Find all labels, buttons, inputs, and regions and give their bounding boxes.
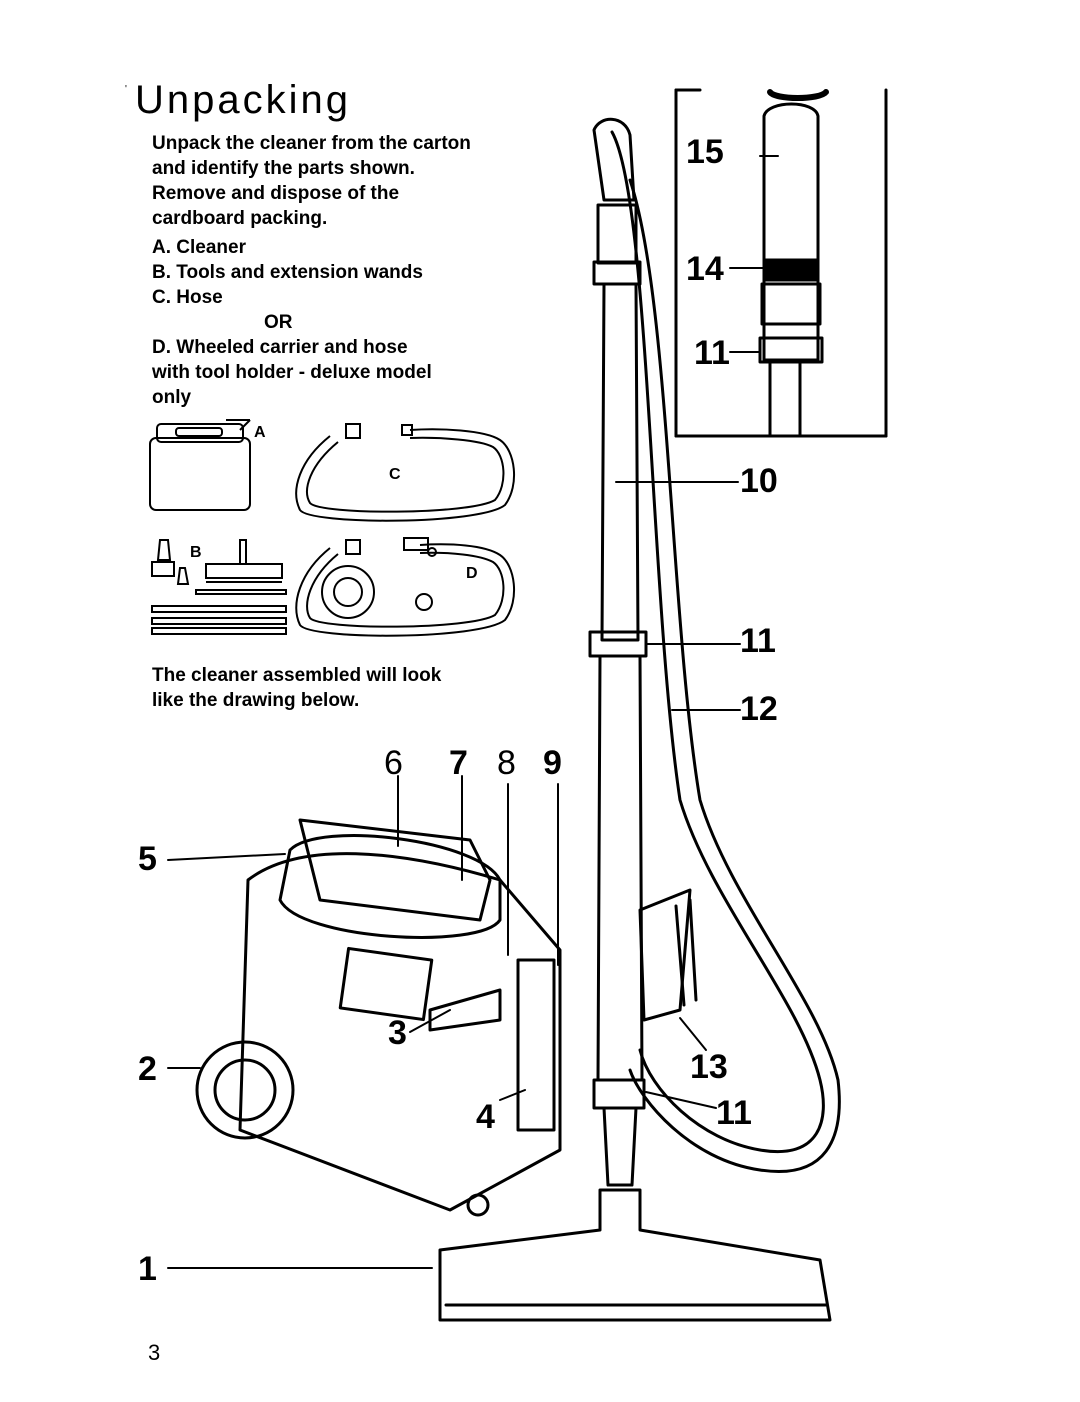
- part-or: OR: [264, 312, 293, 333]
- callout-2: 2: [138, 1050, 157, 1088]
- hose-illustration: [610, 130, 841, 1173]
- callout-leaders: [167, 481, 741, 1269]
- callout-12: 12: [740, 690, 778, 728]
- hose-c-illustration: [295, 423, 516, 522]
- part-d: D. Wheeled carrier and hose: [152, 337, 408, 358]
- assembled-note-line-2: like the drawing below.: [152, 690, 360, 711]
- callout-6: 6: [384, 744, 403, 782]
- part-d-cont-2: only: [152, 387, 192, 408]
- assembled-note-line-1: The cleaner assembled will look: [152, 665, 442, 686]
- figure-label-d: D: [466, 565, 478, 582]
- figure-label-a: A: [254, 424, 266, 441]
- callout-8: 8: [497, 744, 516, 782]
- canister-illustration: [195, 818, 562, 1217]
- inset-detail: [674, 88, 888, 438]
- floor-tool-illustration: [438, 1188, 832, 1322]
- parts-list: A. Cleaner B. Tools and extension wands …: [152, 235, 492, 410]
- callout-11-upper: 11: [740, 622, 776, 660]
- callout-3: 3: [388, 1014, 407, 1052]
- cleaner-box-illustration: [149, 419, 251, 511]
- part-a: A. Cleaner: [152, 237, 246, 258]
- callout-4: 4: [476, 1098, 495, 1136]
- brush-illustration: [638, 888, 698, 1022]
- carrier-d-illustration: [295, 537, 516, 637]
- callout-10: 10: [740, 462, 778, 500]
- callout-7: 7: [449, 744, 468, 782]
- page-title: Unpacking: [135, 78, 352, 122]
- tools-b-illustration: [151, 539, 287, 635]
- callout-11-inset: 11: [694, 334, 730, 372]
- wand-illustration: [588, 117, 648, 1187]
- figure-label-b: B: [190, 544, 202, 561]
- page-number: 3: [148, 1340, 161, 1365]
- callout-9: 9: [543, 744, 562, 782]
- callout-15: 15: [686, 133, 724, 171]
- part-b: B. Tools and extension wands: [152, 262, 423, 283]
- callout-13: 13: [690, 1048, 728, 1086]
- intro-paragraph: Unpack the cleaner from the carton and i…: [152, 131, 492, 231]
- intro-text: Unpack the cleaner from the carton and i…: [152, 133, 471, 229]
- callout-5: 5: [138, 840, 157, 878]
- figure-label-c: C: [389, 466, 401, 483]
- stray-mark: ': [125, 84, 127, 95]
- assembled-note: The cleaner assembled will look like the…: [152, 663, 497, 713]
- part-c: C. Hose: [152, 287, 223, 308]
- part-d-cont: with tool holder - deluxe model: [152, 362, 432, 383]
- callout-1: 1: [138, 1250, 157, 1288]
- callout-14: 14: [686, 250, 724, 288]
- callout-11-lower: 11: [716, 1094, 752, 1132]
